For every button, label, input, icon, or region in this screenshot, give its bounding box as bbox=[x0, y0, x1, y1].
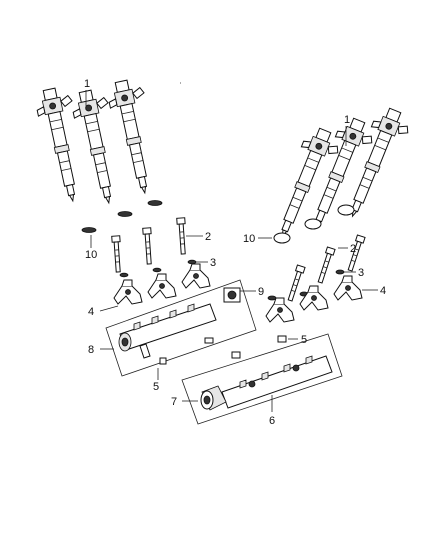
left-bolts bbox=[111, 217, 188, 273]
callout-2-left: 2 bbox=[205, 231, 211, 243]
right-injector-group bbox=[267, 104, 415, 245]
callout-1-right: 1 bbox=[344, 114, 350, 126]
pressure-sensor-left bbox=[223, 287, 241, 303]
left-rail-screws bbox=[159, 337, 214, 365]
callout-6: 6 bbox=[269, 415, 275, 427]
right-fuel-rail-box bbox=[181, 333, 343, 425]
right-clamps bbox=[265, 275, 363, 323]
callout-5-left: 5 bbox=[153, 381, 159, 393]
pressure-regulator bbox=[200, 385, 227, 411]
right-rail-screws bbox=[231, 335, 287, 359]
callout-10-left: 10 bbox=[85, 249, 97, 261]
right-fuel-rail bbox=[221, 355, 333, 409]
callout-10-right: 10 bbox=[243, 233, 255, 245]
callout-2-right: 2 bbox=[350, 243, 356, 255]
right-o-rings bbox=[273, 204, 355, 244]
callout-4-right: 4 bbox=[380, 285, 386, 297]
leader-line-4-left bbox=[99, 305, 119, 312]
callout-1-left: 1 bbox=[84, 78, 90, 90]
left-injector-3 bbox=[104, 76, 165, 197]
callout-3-left: 3 bbox=[210, 257, 216, 269]
callout-4-left: 4 bbox=[88, 306, 94, 318]
left-fuel-rail bbox=[118, 303, 217, 359]
callout-8: 8 bbox=[88, 344, 94, 356]
left-o-rings bbox=[81, 200, 163, 233]
left-injector-group bbox=[32, 76, 165, 207]
left-clamps bbox=[113, 263, 211, 305]
callout-7: 7 bbox=[171, 396, 177, 408]
callout-3-right: 3 bbox=[358, 267, 364, 279]
left-fuel-rail-box bbox=[105, 279, 257, 377]
callout-9: 9 bbox=[258, 286, 264, 298]
callout-5-right: 5 bbox=[301, 334, 307, 346]
